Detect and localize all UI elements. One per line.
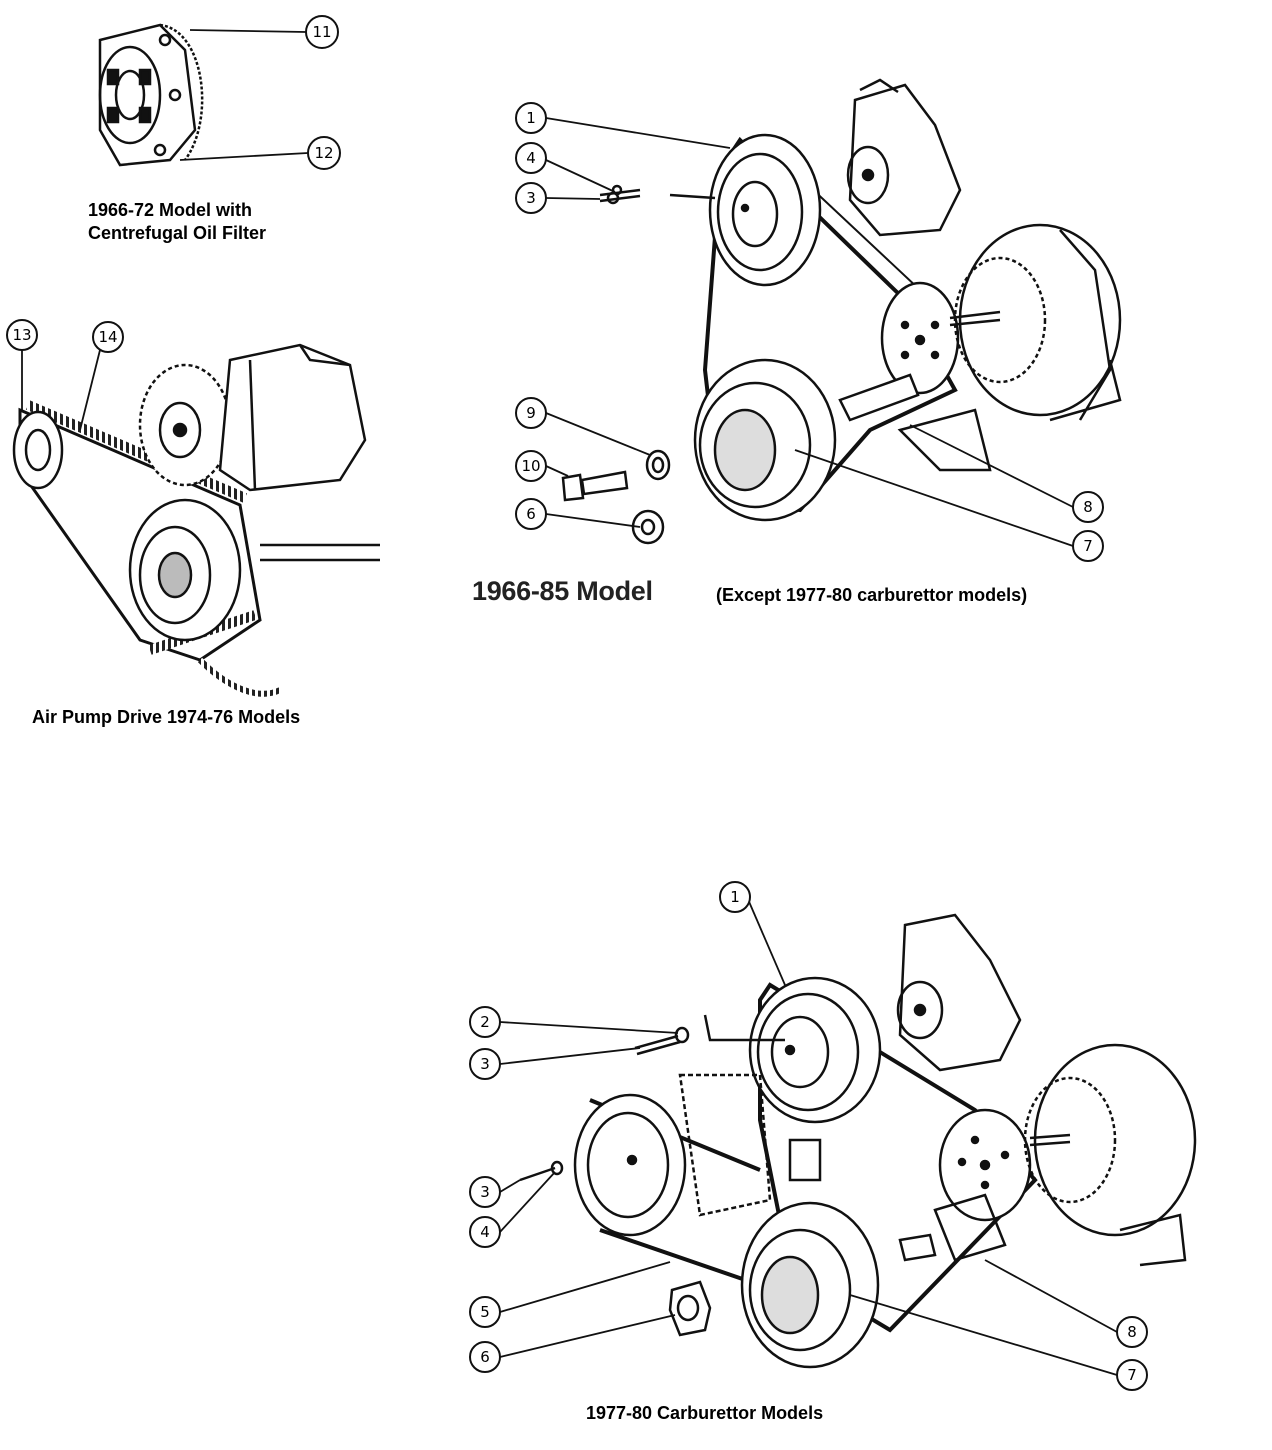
- svg-text:12: 12: [314, 144, 333, 162]
- callout-main-8: 8: [1072, 491, 1104, 523]
- svg-text:9: 9: [526, 404, 536, 422]
- svg-text:11: 11: [312, 23, 331, 41]
- svg-text:6: 6: [526, 505, 536, 523]
- main-model-caption: 1966-85 Model: [472, 576, 653, 606]
- oil-filter-caption-line2: Centrefugal Oil Filter: [88, 223, 267, 243]
- air-pump-illustration: [12, 343, 380, 697]
- svg-text:5: 5: [480, 1303, 490, 1321]
- air-pump-caption: Air Pump Drive 1974-76 Models: [32, 707, 301, 727]
- callout-13: 13: [6, 319, 38, 351]
- carb-models-caption: 1977-80 Carburettor Models: [586, 1403, 824, 1423]
- callout-main-3: 3: [515, 182, 547, 214]
- callout-main-10: 10: [515, 450, 547, 482]
- svg-text:3: 3: [480, 1183, 490, 1201]
- callout-main-1: 1: [515, 102, 547, 134]
- callout-12: 12: [307, 136, 341, 170]
- callout-main-9: 9: [515, 397, 547, 429]
- svg-text:7: 7: [1127, 1366, 1137, 1384]
- callout-carb-2: 2: [469, 1006, 501, 1038]
- callout-carb-7: 7: [1116, 1359, 1148, 1391]
- callout-11: 11: [305, 15, 339, 49]
- callout-carb-6: 6: [469, 1341, 501, 1373]
- svg-text:13: 13: [12, 326, 31, 344]
- svg-text:1: 1: [526, 109, 536, 127]
- callout-main-4: 4: [515, 142, 547, 174]
- callout-carb-5: 5: [469, 1296, 501, 1328]
- svg-text:3: 3: [526, 189, 536, 207]
- callout-carb-3a: 3: [469, 1048, 501, 1080]
- oil-filter-illustration: [98, 23, 204, 167]
- svg-text:2: 2: [480, 1013, 490, 1031]
- carb-belt-drive-illustration: [519, 913, 1197, 1369]
- oil-filter-caption-line1: 1966-72 Model with: [88, 200, 253, 220]
- callout-carb-8: 8: [1116, 1316, 1148, 1348]
- svg-text:7: 7: [1083, 537, 1093, 555]
- callout-main-6: 6: [515, 498, 547, 530]
- callout-carb-4: 4: [469, 1216, 501, 1248]
- svg-text:3: 3: [480, 1055, 490, 1073]
- svg-text:1: 1: [730, 888, 740, 906]
- callout-14: 14: [92, 321, 124, 353]
- svg-text:10: 10: [521, 457, 540, 475]
- svg-text:8: 8: [1083, 498, 1093, 516]
- callout-main-7: 7: [1072, 530, 1104, 562]
- callout-circles: 11 12 13 14 1 4 3 9 10 6 8 7 1 2 3 3 4 5…: [6, 15, 1148, 1391]
- main-belt-drive-illustration: [561, 78, 1122, 545]
- svg-text:4: 4: [526, 149, 536, 167]
- svg-text:6: 6: [480, 1348, 490, 1366]
- callout-carb-3b: 3: [469, 1176, 501, 1208]
- svg-text:14: 14: [98, 328, 117, 346]
- callout-carb-1: 1: [719, 881, 751, 913]
- svg-text:4: 4: [480, 1223, 490, 1241]
- main-except-caption: (Except 1977-80 carburettor models): [716, 585, 1028, 605]
- leader-lines: [21, 29, 1118, 1376]
- svg-text:8: 8: [1127, 1323, 1137, 1341]
